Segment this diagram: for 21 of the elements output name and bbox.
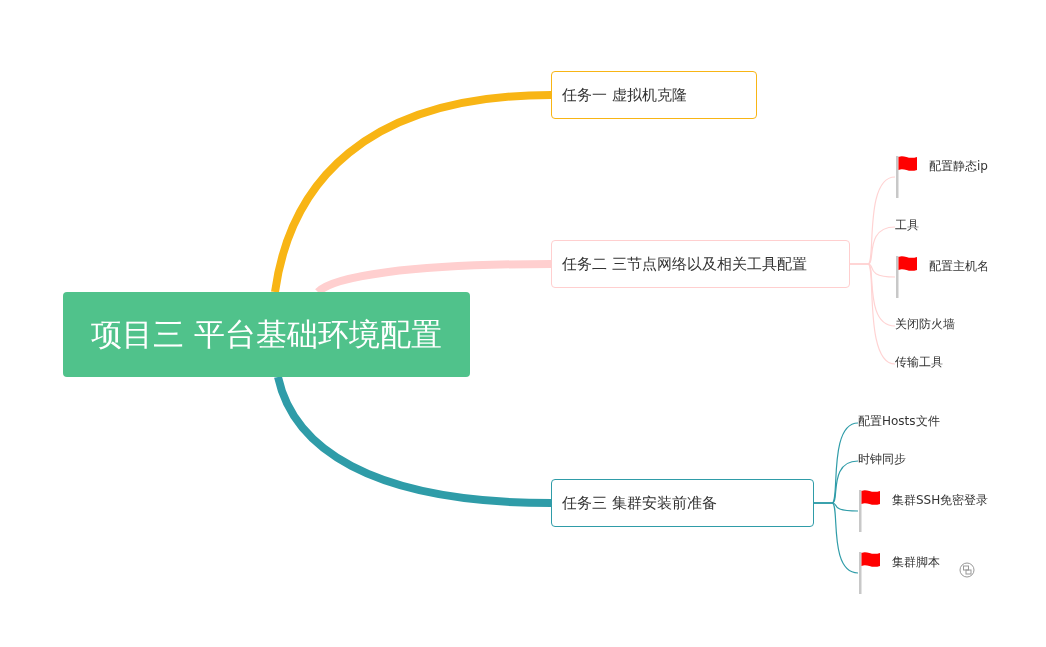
- branch-line: [849, 263, 896, 365]
- subtopic-text: 集群脚本: [892, 554, 940, 571]
- topic-text: 任务二 三节点网络以及相关工具配置: [562, 254, 807, 274]
- topic-text: 任务三 集群安装前准备: [562, 493, 717, 513]
- branch-line: [271, 91, 552, 293]
- subtopic-text: 关闭防火墙: [895, 316, 955, 333]
- topic-text: 项目三 平台基础环境配置: [91, 314, 442, 354]
- branch-line: [274, 375, 552, 507]
- central-topic: [63, 292, 470, 377]
- subtopic-text: 配置主机名: [929, 258, 989, 275]
- topic-box: [551, 240, 850, 288]
- subtopic-text: 配置Hosts文件: [858, 413, 940, 430]
- subtopic-text: 集群SSH免密登录: [892, 492, 989, 509]
- topic-box: [551, 71, 757, 119]
- subtopic-text: 传输工具: [895, 354, 943, 371]
- subtopic-text: 时钟同步: [858, 451, 906, 468]
- branch-line: [813, 502, 859, 574]
- topic-text: 任务一 虚拟机克隆: [562, 85, 687, 105]
- subtopic-text: 配置静态ip: [929, 158, 988, 175]
- topic-box: [551, 479, 814, 527]
- subtopic-text: 工具: [895, 217, 919, 234]
